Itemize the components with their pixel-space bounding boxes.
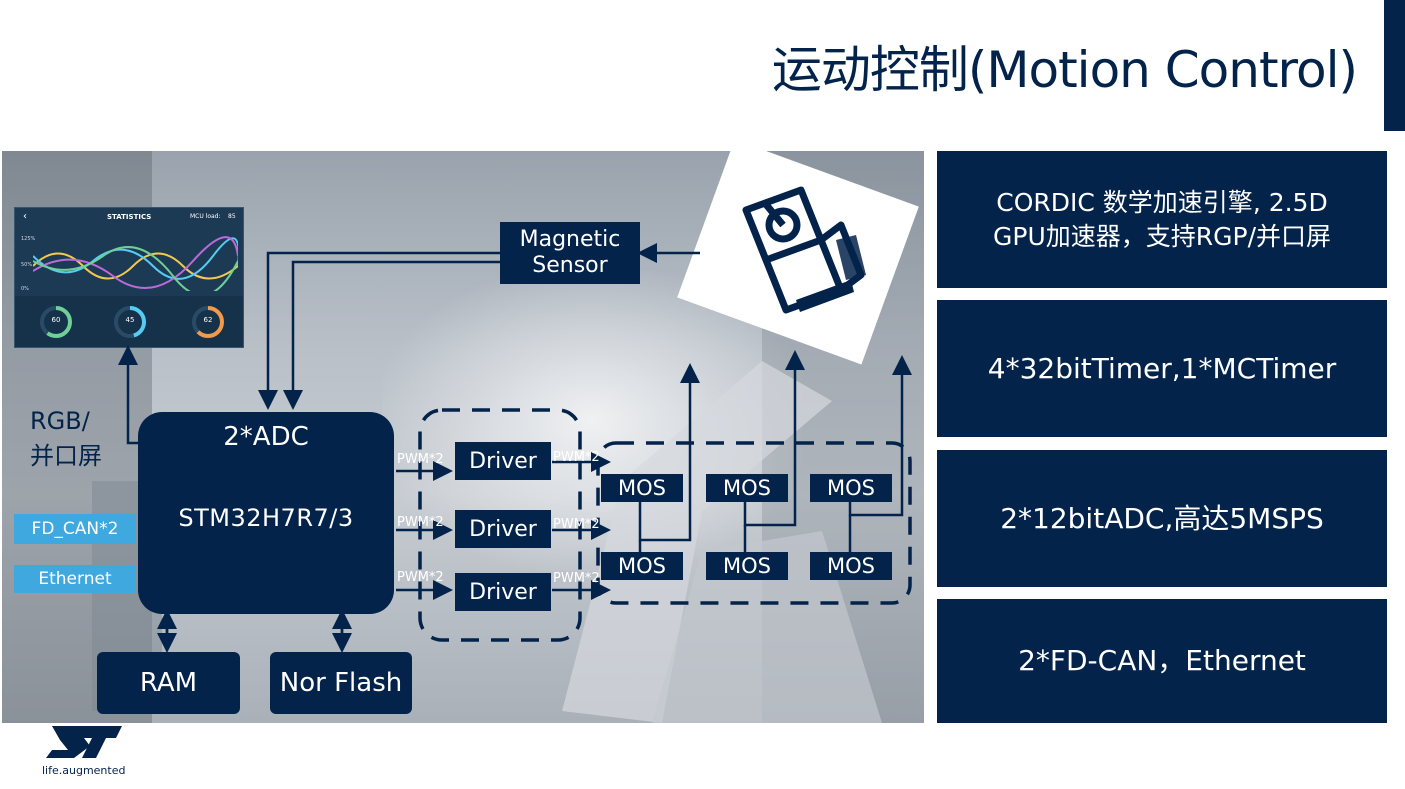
magnetic-sensor-label-line2: Sensor [532, 253, 608, 278]
dashboard-header: STATISTICS [107, 213, 152, 221]
pwm-label: PWM*2 [397, 452, 444, 467]
gauge-icon [114, 306, 146, 338]
mcu-block: 2*ADC STM32H7R7/3 [138, 412, 394, 614]
mcu-adc-label: 2*ADC [223, 422, 309, 452]
dashboard-footer [15, 296, 243, 347]
nor-flash-box: Nor Flash [270, 652, 412, 714]
driver-box: Driver [455, 573, 551, 611]
driver-box: Driver [455, 510, 551, 548]
gauge-value: 60 [51, 316, 61, 324]
feature-text: 2*12bitADC,高达5MSPS [1000, 501, 1324, 535]
rgb-label-line1: RGB/ [30, 407, 90, 435]
feature-text-line1: CORDIC 数学加速引擎, 2.5D [996, 187, 1328, 217]
pwm-label: PWM*2 [553, 571, 600, 586]
feature-panel: 4*32bitTimer,1*MCTimer [937, 300, 1387, 437]
gauge-icon [192, 306, 224, 338]
title-accent-bar [1384, 0, 1405, 131]
dashboard-y-tick: 50% [21, 262, 33, 268]
feature-text: 4*32bitTimer,1*MCTimer [987, 351, 1337, 385]
mos-box: MOS [706, 552, 788, 580]
motor-icon [742, 186, 866, 314]
feature-text-line2: GPU加速器，支持RGP/并口屏 [993, 221, 1331, 251]
gauge-value: 45 [125, 316, 135, 324]
magnetic-sensor-box: Magnetic Sensor [500, 222, 640, 284]
mcu-name: STM32H7R7/3 [178, 504, 354, 532]
pwm-label: PWM*2 [553, 517, 600, 532]
dashboard-y-tick: 0% [21, 286, 29, 292]
feature-panel: 2*FD-CAN，Ethernet [937, 599, 1387, 723]
dashboard-mcu-load-value: 85 [228, 213, 236, 220]
dashboard-mcu-load-label: MCU load: [190, 213, 221, 220]
chevron-left-icon: ‹ [23, 211, 27, 222]
mos-box: MOS [810, 552, 892, 580]
feature-panel: CORDIC 数学加速引擎, 2.5D GPU加速器，支持RGP/并口屏 [937, 151, 1387, 288]
mos-box: MOS [706, 474, 788, 502]
dashboard-y-tick: 125% [21, 236, 36, 242]
feature-panel: 2*12bitADC,高达5MSPS [937, 450, 1387, 587]
gauge-value: 62 [203, 316, 213, 324]
ethernet-tag: Ethernet [14, 565, 136, 593]
logo-tagline: life.augmented [42, 764, 126, 777]
mos-box: MOS [601, 552, 683, 580]
feature-text: 2*FD-CAN，Ethernet [1018, 644, 1306, 678]
dashboard-waveform-graphic [33, 236, 238, 291]
pwm-label: PWM*2 [397, 515, 444, 530]
rgb-label-line2: 并口屏 [30, 441, 102, 470]
rgb-display-label: RGB/ 并口屏 [30, 404, 102, 474]
pwm-label: PWM*2 [397, 570, 444, 585]
fdcan-tag: FD_CAN*2 [14, 514, 136, 544]
driver-box: Driver [455, 442, 551, 480]
mos-box: MOS [810, 474, 892, 502]
pwm-label: PWM*2 [553, 450, 600, 465]
page-title: 运动控制(Motion Control) [771, 41, 1358, 99]
dashboard-screen-image: ‹ STATISTICS MCU load: 85 125% 50% 0% 60… [14, 207, 244, 348]
magnetic-sensor-label-line1: Magnetic [519, 226, 621, 252]
ram-box: RAM [97, 652, 240, 714]
gauge-icon [40, 306, 72, 338]
st-logo-icon [46, 726, 122, 758]
mos-box: MOS [601, 474, 683, 502]
